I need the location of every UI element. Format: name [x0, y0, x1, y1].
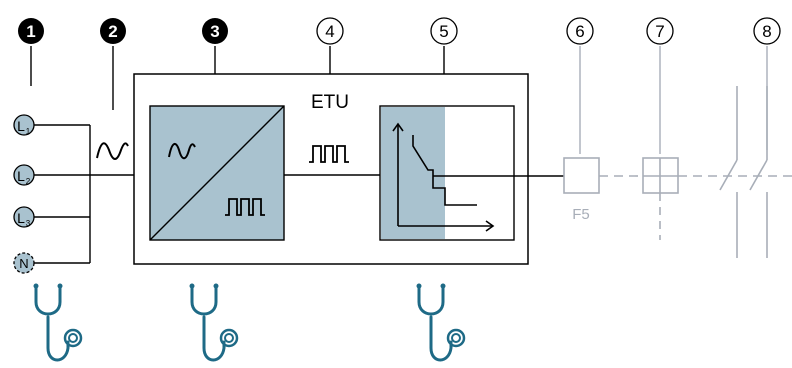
svg-text:2: 2 — [26, 177, 31, 186]
marker-1: 1 — [18, 18, 44, 44]
phase-l2-terminal: L 2 — [13, 164, 35, 186]
phase-l3-terminal: L 3 — [13, 206, 35, 228]
marker-8: 8 — [753, 17, 781, 45]
marker-3: 3 — [202, 18, 228, 44]
marker-6: 6 — [566, 17, 594, 45]
main-contacts — [719, 86, 768, 258]
phase-l1-terminal: L 1 — [13, 114, 35, 136]
marker-7: 7 — [646, 17, 674, 45]
svg-text:1: 1 — [26, 22, 35, 41]
svg-text:L: L — [17, 210, 25, 226]
leader-lines-gray — [579, 46, 768, 154]
sine-wave-icon — [96, 142, 129, 160]
stethoscope-icon — [416, 283, 466, 362]
marker-2: 2 — [100, 18, 126, 44]
fuse-f5 — [563, 157, 600, 194]
svg-text:5: 5 — [439, 22, 448, 41]
svg-text:2: 2 — [108, 22, 117, 41]
svg-text:1: 1 — [26, 127, 31, 136]
phase-wiring — [34, 124, 150, 264]
svg-text:6: 6 — [575, 22, 584, 41]
svg-text:3: 3 — [26, 219, 31, 228]
sine-wave-icon — [168, 143, 196, 160]
stethoscope-icon — [33, 283, 83, 362]
leader-lines — [30, 46, 445, 110]
converter-block — [149, 105, 285, 241]
svg-text:L: L — [17, 168, 25, 184]
svg-text:N: N — [19, 256, 28, 271]
shunt-element — [642, 157, 679, 240]
svg-text:7: 7 — [655, 22, 664, 41]
svg-text:L: L — [17, 118, 25, 134]
svg-text:8: 8 — [762, 22, 771, 41]
etu-label: ETU — [311, 92, 349, 113]
neutral-terminal: N — [13, 252, 35, 274]
pulse-wave-icon — [225, 198, 265, 216]
fuse-label: F5 — [572, 206, 590, 223]
svg-text:3: 3 — [210, 22, 219, 41]
pulse-wave-icon — [309, 145, 349, 163]
trip-curve-icon — [392, 122, 495, 232]
trip-curve-block — [379, 105, 515, 241]
svg-text:4: 4 — [325, 22, 334, 41]
marker-4: 4 — [316, 17, 344, 45]
marker-5: 5 — [430, 17, 458, 45]
stethoscope-icon — [189, 283, 239, 362]
